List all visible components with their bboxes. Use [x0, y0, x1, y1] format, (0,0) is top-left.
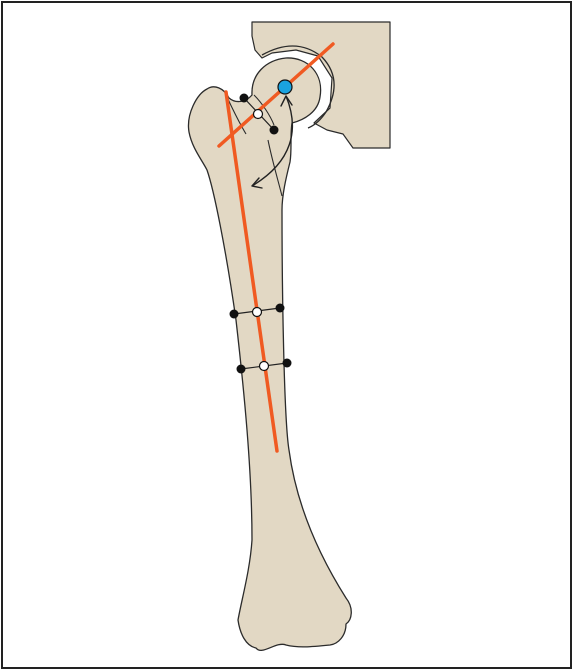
shaft-upper-midpoint — [253, 308, 262, 317]
shaft-lower-landmark-right — [283, 359, 292, 368]
femoral-head-center — [278, 80, 292, 94]
shaft-lower-landmark-left — [237, 365, 246, 374]
shaft-upper-landmark-right — [276, 304, 285, 313]
shaft-lower-midpoint — [260, 362, 269, 371]
neck-landmark-upper — [240, 94, 249, 103]
neck-midpoint — [254, 110, 263, 119]
neck-landmark-lower — [270, 126, 279, 135]
shaft-upper-landmark-left — [230, 310, 239, 319]
